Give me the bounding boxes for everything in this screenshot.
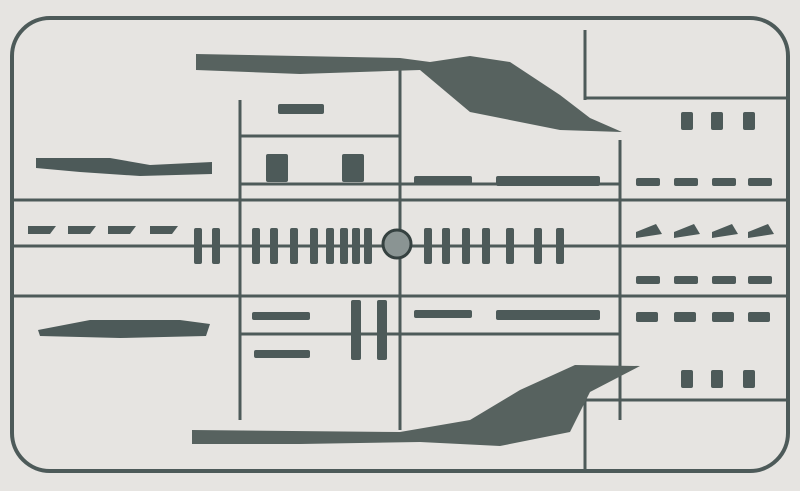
fin-part: [68, 226, 96, 234]
wing-part-left-top: [36, 158, 212, 176]
sprue-center-gate: [381, 228, 413, 260]
fuselage-half-bottom: [192, 365, 640, 446]
parts: [28, 104, 774, 388]
small-part: [326, 228, 334, 264]
seat-part: [342, 154, 364, 182]
small-part: [711, 370, 723, 388]
fin-part: [674, 224, 700, 238]
small-part: [270, 228, 278, 264]
fin-part: [108, 226, 136, 234]
small-part: [290, 228, 298, 264]
small-part: [310, 228, 318, 264]
small-part: [681, 370, 693, 388]
fin-part: [748, 224, 774, 238]
small-part: [340, 228, 348, 264]
tab-part: [636, 312, 658, 322]
tab-part: [712, 312, 734, 322]
fin-part: [28, 226, 56, 234]
tab-part: [674, 178, 698, 186]
strip-part: [278, 104, 324, 114]
tab-part: [748, 178, 772, 186]
fin-part: [636, 224, 662, 238]
fin-part: [150, 226, 178, 234]
strip-part: [496, 310, 600, 320]
small-part: [194, 228, 202, 264]
strip-part: [252, 312, 310, 320]
tab-part: [712, 276, 736, 284]
small-part: [743, 370, 755, 388]
small-part: [424, 228, 432, 264]
small-part: [462, 228, 470, 264]
tab-part: [636, 276, 660, 284]
seat-part: [266, 154, 288, 182]
fuselage-half-top: [196, 54, 622, 132]
small-part: [534, 228, 542, 264]
small-part: [252, 228, 260, 264]
wing-part-left-bottom: [38, 320, 210, 338]
small-part: [556, 228, 564, 264]
small-part: [506, 228, 514, 264]
tab-part: [636, 178, 660, 186]
tab-part: [748, 276, 772, 284]
strip-part: [254, 350, 310, 358]
tab-part: [712, 178, 736, 186]
small-part: [711, 112, 723, 130]
strut-part: [377, 300, 387, 360]
small-part: [743, 112, 755, 130]
strip-part: [414, 310, 472, 318]
strut-part: [351, 300, 361, 360]
strip-part: [496, 176, 600, 186]
small-part: [681, 112, 693, 130]
tab-part: [674, 312, 696, 322]
small-part: [482, 228, 490, 264]
small-part: [352, 228, 360, 264]
small-part: [364, 228, 372, 264]
tab-part: [674, 276, 698, 284]
tab-part: [748, 312, 770, 322]
small-part: [442, 228, 450, 264]
strip-part: [414, 176, 472, 184]
small-part: [212, 228, 220, 264]
fin-part: [712, 224, 738, 238]
